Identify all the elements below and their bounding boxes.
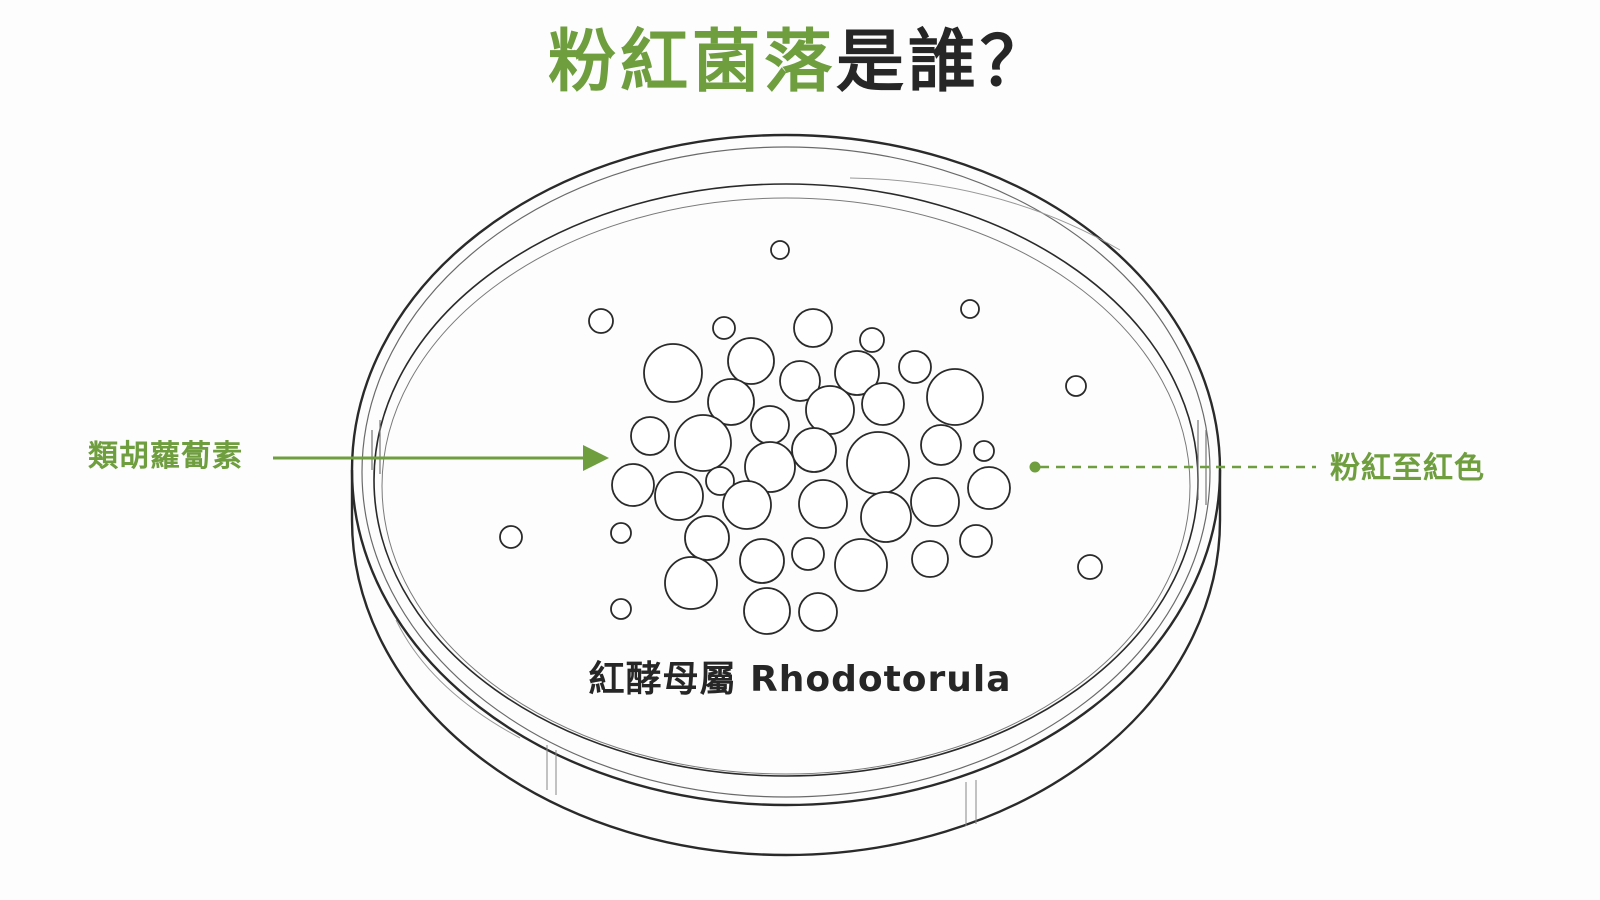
color-range-label: 粉紅至紅色 [1330, 451, 1485, 486]
arrow-right-icon [273, 445, 609, 471]
colony-bubbles-icon [499, 240, 1103, 635]
carotenoid-label: 類胡蘿蔔素 [88, 439, 243, 474]
dashed-pointer [1029, 461, 1316, 473]
page-title: 粉紅菌落是誰？ [0, 22, 1600, 104]
petri-dish-icon [350, 133, 1222, 857]
title-rest: 是誰？ [836, 23, 1053, 102]
title-highlight: 粉紅菌落 [547, 23, 836, 102]
genus-caption: 紅酵母屬 Rhodotorula [588, 659, 1012, 700]
